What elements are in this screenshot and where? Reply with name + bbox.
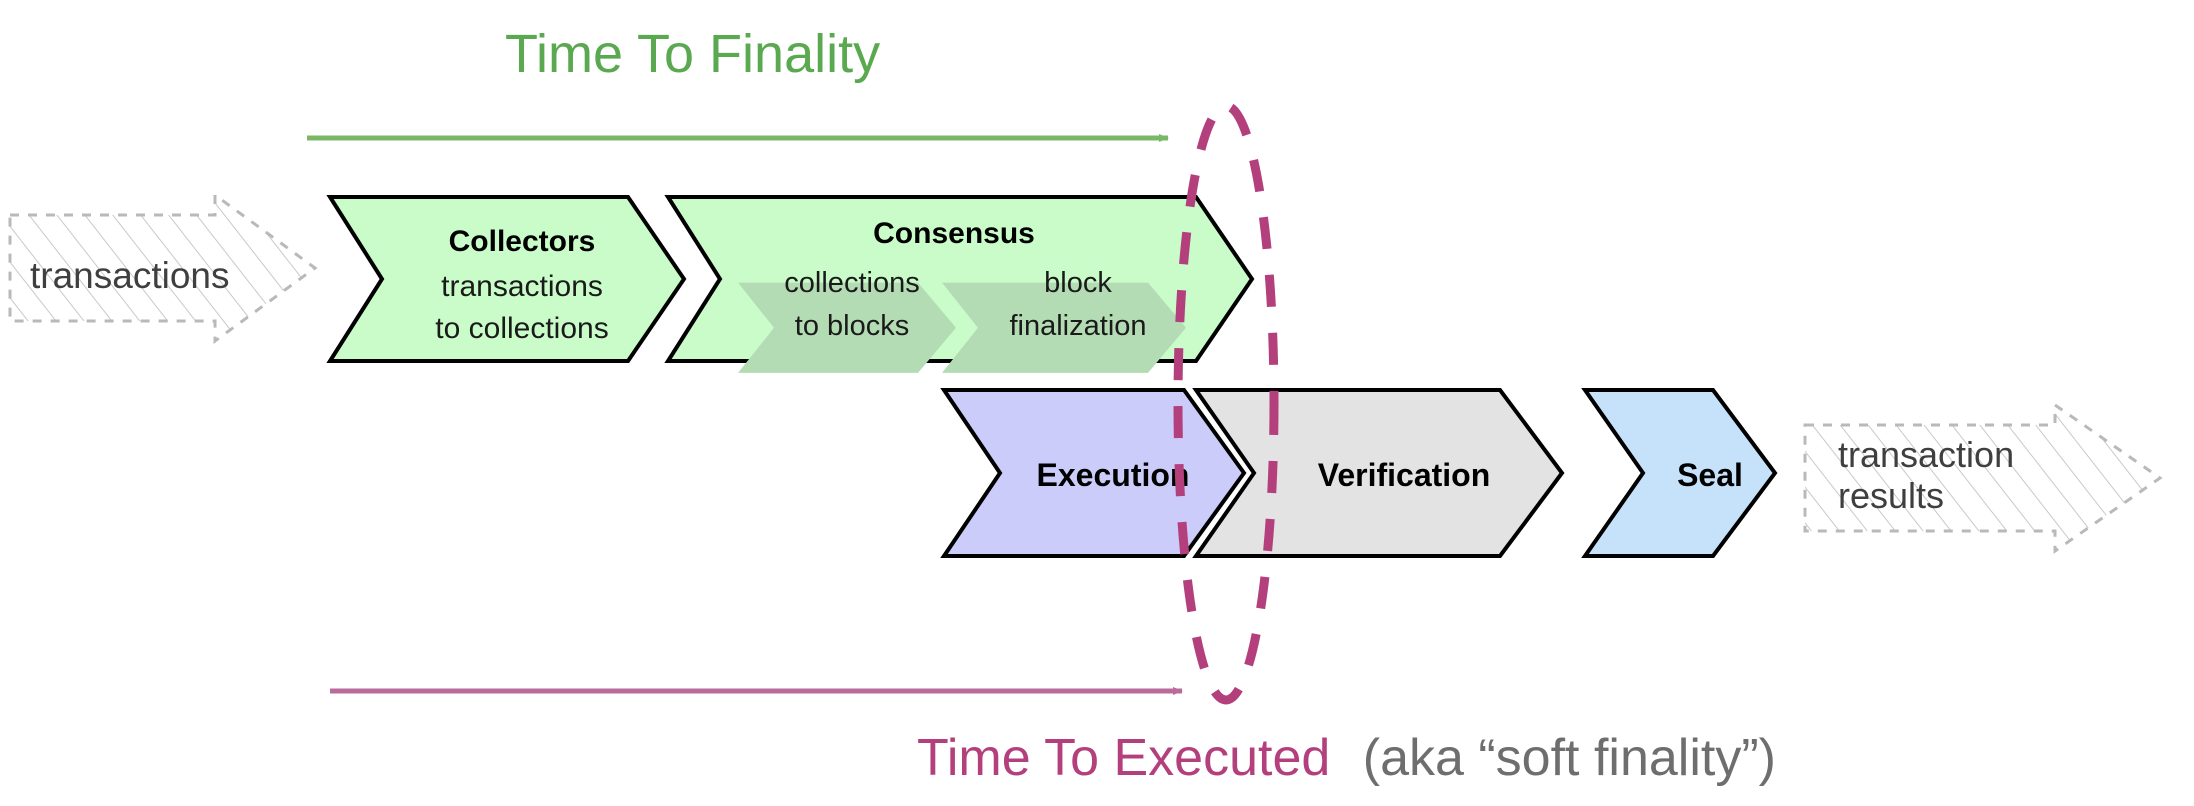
block-finalization-line-1: block bbox=[1044, 267, 1112, 299]
seal-title: Seal bbox=[1677, 457, 1743, 493]
seal-chevron-shape bbox=[1581, 388, 1778, 558]
input-label: transactions bbox=[30, 255, 230, 296]
ghost-arrow-shape bbox=[8, 192, 318, 344]
collections-to-blocks-shape bbox=[738, 282, 956, 373]
substage-collections-to-blocks[interactable]: collections to blocks bbox=[738, 267, 956, 373]
verification-title: Verification bbox=[1318, 457, 1491, 493]
stage-verification[interactable]: Verification bbox=[1192, 388, 1565, 558]
dashed-ellipse-finality-boundary bbox=[1173, 101, 1279, 705]
time-to-executed-caption: Time To Executed (aka “soft finality”) bbox=[917, 729, 1776, 787]
ghost-output-arrow-shape bbox=[1803, 402, 2163, 554]
collectors-chevron-shape bbox=[326, 195, 687, 363]
substage-block-finalization[interactable]: block finalization bbox=[942, 267, 1186, 373]
stage-consensus[interactable]: Consensus collections to blocks block fi… bbox=[664, 195, 1255, 373]
soft-finality-note: (aka “soft finality”) bbox=[1363, 729, 1776, 787]
block-finalization-line-2: finalization bbox=[1009, 310, 1146, 342]
output-transaction-results-ghost-arrow: transaction results bbox=[1803, 402, 2163, 554]
input-transactions-ghost-arrow: transactions bbox=[8, 192, 318, 344]
stage-seal[interactable]: Seal bbox=[1581, 388, 1778, 558]
collections-to-blocks-line-1: collections bbox=[784, 267, 919, 299]
collectors-title: Collectors bbox=[449, 225, 596, 258]
output-label-line-2: results bbox=[1838, 475, 1944, 516]
time-to-finality-label: Time To Finality bbox=[505, 24, 880, 84]
execution-chevron-shape bbox=[940, 388, 1247, 558]
stage-execution[interactable]: Execution bbox=[940, 388, 1247, 558]
time-to-executed-label: Time To Executed bbox=[917, 729, 1330, 787]
block-finalization-shape bbox=[942, 282, 1186, 373]
execution-title: Execution bbox=[1037, 457, 1190, 493]
consensus-title: Consensus bbox=[873, 217, 1035, 250]
collectors-sub-line-1: transactions bbox=[441, 270, 603, 303]
output-label-line-1: transaction bbox=[1838, 434, 2014, 475]
verification-chevron-shape bbox=[1192, 388, 1565, 558]
collectors-sub-line-2: to collections bbox=[435, 312, 608, 345]
collections-to-blocks-line-2: to blocks bbox=[795, 310, 909, 342]
stage-collectors[interactable]: Collectors transactions to collections bbox=[326, 195, 687, 363]
